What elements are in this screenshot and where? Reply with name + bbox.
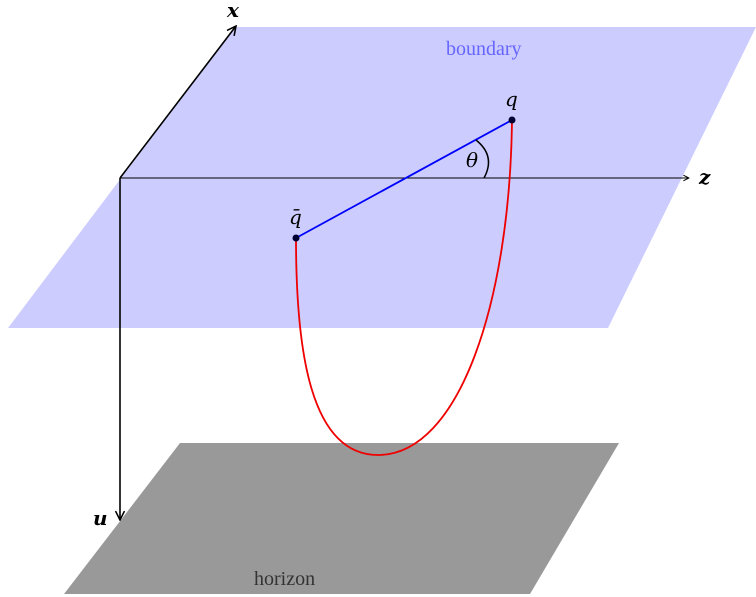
u-axis-label: u bbox=[93, 506, 108, 530]
quark-antiquark-segment bbox=[295, 119, 513, 239]
boundary-label: boundary bbox=[446, 38, 522, 60]
theta-label: θ bbox=[466, 148, 478, 172]
quark-label: q bbox=[505, 87, 518, 111]
quark-point bbox=[508, 116, 516, 124]
x-axis-label: x bbox=[226, 0, 240, 22]
z-axis-label: z bbox=[698, 165, 711, 189]
horizon-plane bbox=[64, 443, 619, 594]
theta-angle-arc bbox=[475, 139, 490, 179]
hanging-string bbox=[295, 119, 513, 456]
antiquark-label: q̄ bbox=[289, 205, 302, 229]
horizon-label: horizon bbox=[254, 568, 315, 590]
antiquark-point bbox=[292, 234, 300, 242]
x-axis bbox=[119, 26, 236, 179]
